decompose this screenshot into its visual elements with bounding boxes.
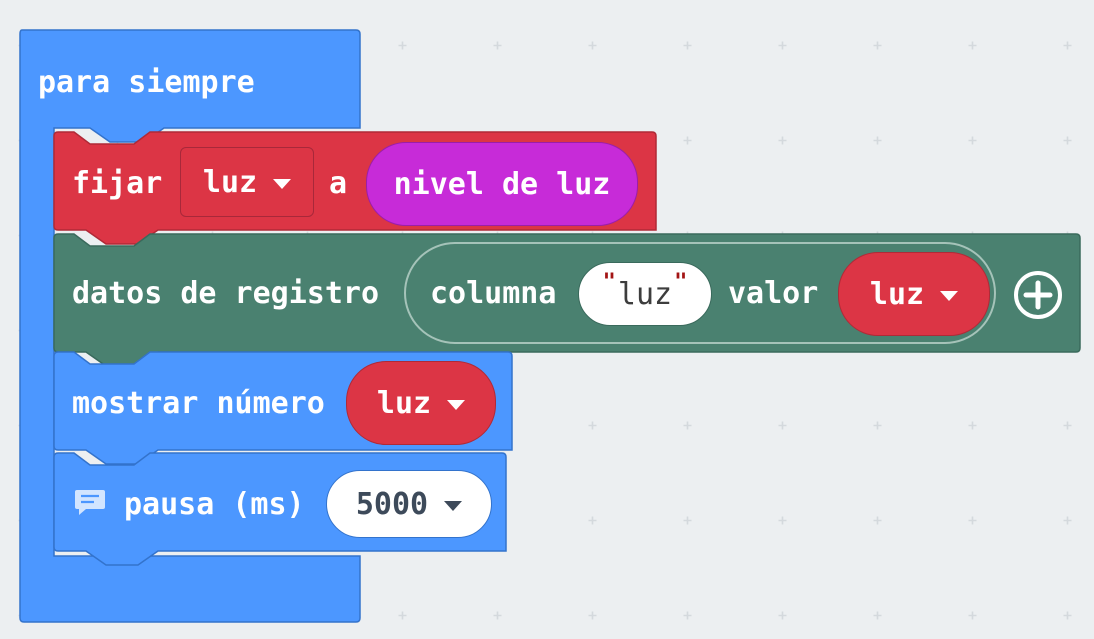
pause-duration-value: 5000 [355, 486, 429, 522]
caret-down-icon [273, 179, 292, 189]
caret-down-icon [940, 291, 959, 301]
log-data-block[interactable] [52, 232, 1086, 372]
show-variable-reporter[interactable]: luz [346, 361, 496, 445]
value-variable-name: luz [869, 276, 925, 312]
forever-label: para siempre [38, 65, 255, 100]
set-variable-name: luz [202, 164, 258, 200]
forever-block[interactable] [18, 28, 364, 628]
caret-down-icon [447, 400, 466, 410]
set-variable-dropdown[interactable]: luz [180, 147, 314, 217]
column-label: columna [430, 276, 557, 311]
value-variable-reporter[interactable]: luz [838, 252, 990, 336]
column-value-group [404, 242, 996, 344]
set-to-label: a [329, 166, 348, 201]
set-label: fijar [72, 166, 163, 201]
value-label: valor [728, 276, 819, 311]
log-data-label: datos de registro [72, 276, 380, 311]
light-level-reporter[interactable]: nivel de luz [366, 142, 638, 226]
close-quote: " [674, 269, 688, 295]
pause-label: pausa (ms) [124, 487, 305, 522]
plus-circle-icon[interactable] [1013, 270, 1063, 320]
open-quote: " [602, 269, 616, 295]
pause-duration-field[interactable]: 5000 [326, 470, 492, 538]
show-number-label: mostrar número [72, 386, 325, 421]
comment-icon[interactable] [74, 488, 108, 518]
caret-down-icon [444, 501, 463, 511]
show-variable-name: luz [376, 385, 432, 421]
column-name-text: luz [617, 276, 673, 312]
column-string-field[interactable]: " luz " [578, 262, 712, 326]
